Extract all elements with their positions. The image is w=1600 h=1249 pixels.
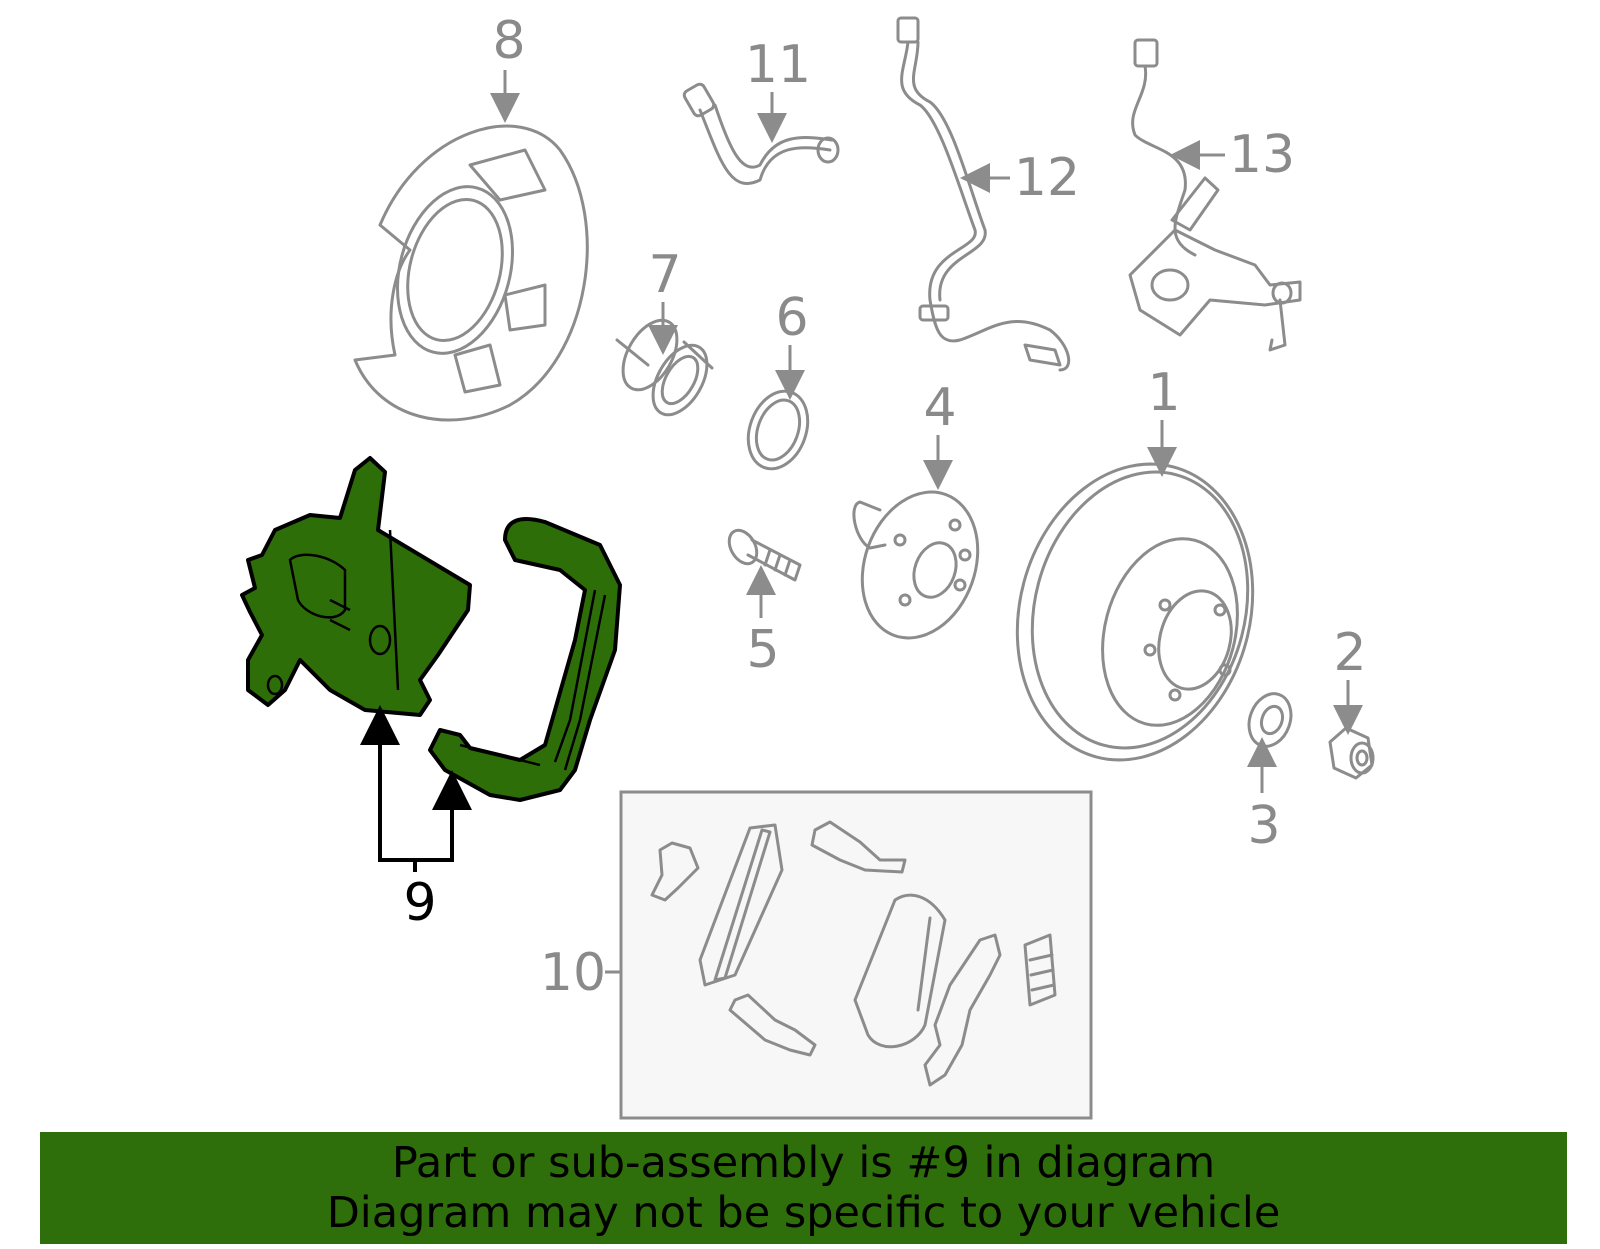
wheel-stud-part-5 bbox=[727, 528, 802, 582]
info-banner: Part or sub-assembly is #9 in diagram Di… bbox=[40, 1132, 1567, 1244]
callout-8: 8 bbox=[492, 11, 525, 71]
callout-1: 1 bbox=[1147, 363, 1180, 423]
nut-part-2 bbox=[1328, 726, 1375, 780]
brake-rotor-part-1 bbox=[1015, 462, 1255, 762]
snap-ring-part-6 bbox=[746, 389, 810, 471]
brake-pad-kit-part-10 bbox=[619, 790, 1093, 1120]
dust-shield-part-8 bbox=[353, 124, 589, 422]
leader-9b bbox=[415, 770, 472, 862]
wheel-bearing-part-7 bbox=[615, 318, 714, 417]
banner-line-1: Part or sub-assembly is #9 in diagram bbox=[391, 1138, 1216, 1188]
callout-2: 2 bbox=[1333, 623, 1366, 683]
washer-part-3 bbox=[1247, 692, 1293, 748]
abs-sensor-wire-part-13 bbox=[1128, 38, 1302, 352]
callout-4: 4 bbox=[923, 378, 956, 438]
callout-11: 11 bbox=[745, 35, 811, 95]
callout-6: 6 bbox=[775, 288, 808, 348]
abs-sensor-wire-part-12 bbox=[896, 16, 1071, 372]
callout-5: 5 bbox=[746, 620, 779, 680]
callout-7: 7 bbox=[648, 245, 681, 305]
banner-line-2: Diagram may not be specific to your vehi… bbox=[326, 1188, 1281, 1238]
leader-9a bbox=[360, 705, 417, 872]
callout-13: 13 bbox=[1229, 125, 1295, 185]
callout-12: 12 bbox=[1014, 148, 1080, 208]
brake-hose-part-11 bbox=[682, 82, 840, 185]
caliper-part-9 bbox=[240, 456, 472, 717]
wheel-hub-part-4 bbox=[852, 490, 980, 640]
callout-3: 3 bbox=[1247, 796, 1280, 856]
callout-10: 10 bbox=[540, 943, 606, 1003]
caliper-bracket-part-9 bbox=[428, 517, 622, 802]
callout-9: 9 bbox=[403, 873, 436, 933]
kit-box bbox=[619, 790, 1093, 1120]
